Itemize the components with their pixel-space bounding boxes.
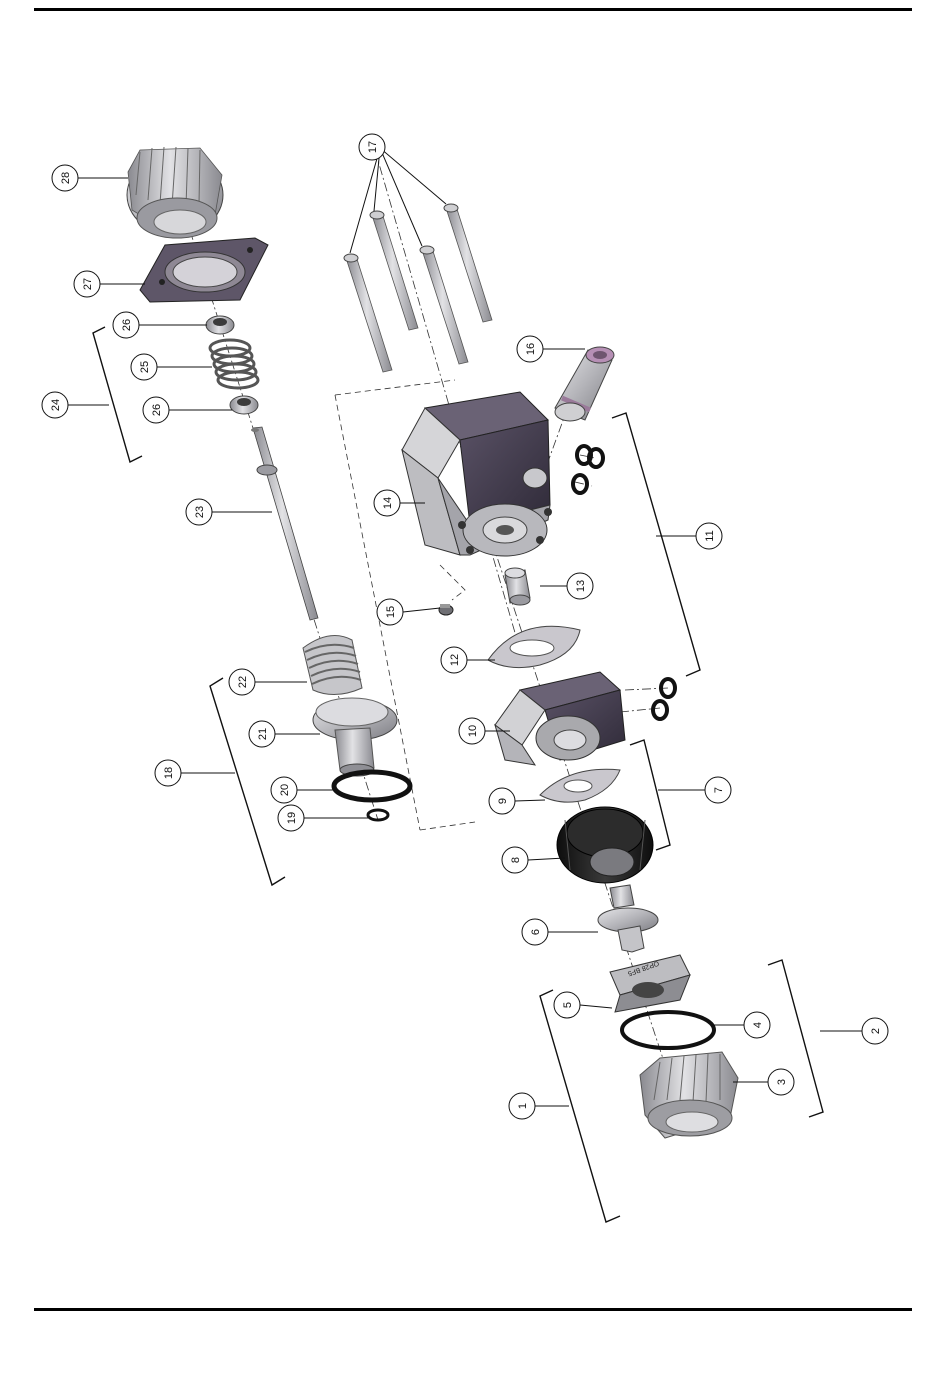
callout-8: 8 [502, 847, 528, 873]
callout-11: 11 [696, 523, 722, 549]
bracket-24 [93, 327, 142, 462]
svg-text:15: 15 [385, 606, 397, 618]
part-9-gasket [540, 769, 620, 802]
svg-text:1: 1 [517, 1103, 529, 1109]
part-10-lower-body [495, 672, 625, 765]
callout-15: 15 [377, 599, 403, 625]
part-4-oring [622, 1012, 714, 1048]
callout-20: 20 [271, 777, 297, 803]
svg-text:13: 13 [575, 580, 587, 592]
svg-text:24: 24 [50, 399, 62, 411]
callout-6: 6 [522, 919, 548, 945]
part-15-screw [439, 604, 453, 615]
callout-26a: 26 [113, 312, 139, 338]
svg-text:28: 28 [60, 172, 72, 184]
part-20-oring [334, 772, 410, 800]
svg-text:26: 26 [121, 319, 133, 331]
svg-text:21: 21 [257, 728, 269, 740]
callout-14: 14 [374, 490, 400, 516]
svg-text:19: 19 [286, 812, 298, 824]
assembly-axes [185, 150, 680, 1110]
svg-text:17: 17 [367, 141, 379, 153]
part-12-gasket [488, 626, 580, 667]
svg-text:8: 8 [510, 857, 522, 863]
callout-23: 23 [186, 499, 212, 525]
callout-25: 25 [131, 354, 157, 380]
part-19-oring [368, 810, 388, 820]
callout-21: 21 [249, 721, 275, 747]
callout-3: 3 [768, 1069, 794, 1095]
svg-text:3: 3 [776, 1079, 788, 1085]
part-5-nozzle-block: OP28 BF5 [610, 955, 690, 1012]
part-13-sleeve [505, 568, 530, 605]
callout-1: 1 [509, 1093, 535, 1119]
part-8-coupling [557, 807, 653, 883]
svg-text:12: 12 [449, 654, 461, 666]
part-14-body [402, 392, 552, 556]
part-16-fitting [555, 347, 614, 421]
svg-text:9: 9 [497, 798, 509, 804]
part-23-stem [251, 427, 318, 620]
svg-text:11: 11 [704, 530, 716, 541]
svg-text:16: 16 [525, 343, 537, 355]
part-25-spring [210, 340, 258, 388]
svg-text:5: 5 [562, 1002, 574, 1008]
svg-text:10: 10 [467, 725, 479, 737]
part-6-nozzle [598, 885, 658, 952]
callout-9: 9 [489, 788, 515, 814]
svg-text:7: 7 [713, 787, 725, 793]
svg-text:22: 22 [237, 676, 249, 688]
part-17-bolts [344, 204, 492, 372]
callout-5: 5 [554, 992, 580, 1018]
callout-16: 16 [517, 336, 543, 362]
callout-27: 27 [74, 271, 100, 297]
svg-text:6: 6 [530, 929, 542, 935]
svg-text:20: 20 [279, 784, 291, 796]
bracket-11 [612, 413, 700, 676]
callout-26b: 26 [143, 397, 169, 423]
callout-7: 7 [705, 777, 731, 803]
svg-text:14: 14 [382, 497, 394, 509]
svg-text:26: 26 [151, 404, 163, 416]
callout-22: 22 [229, 669, 255, 695]
part-27-flange [140, 238, 268, 302]
callout-4: 4 [744, 1012, 770, 1038]
part-26-retainer-top [206, 316, 234, 334]
part-21-bonnet [313, 698, 397, 776]
part-26-retainer-bottom [230, 396, 258, 414]
callout-13: 13 [567, 573, 593, 599]
part-22-bellows [303, 636, 362, 695]
svg-text:23: 23 [194, 506, 206, 518]
svg-text:27: 27 [82, 278, 94, 290]
svg-text:25: 25 [139, 361, 151, 373]
callout-24: 24 [42, 392, 68, 418]
callout-19: 19 [278, 805, 304, 831]
callout-2: 2 [862, 1018, 888, 1044]
svg-text:18: 18 [163, 767, 175, 779]
callout-18: 18 [155, 760, 181, 786]
callout-17: 17 [359, 134, 385, 160]
callout-28: 28 [52, 165, 78, 191]
svg-text:2: 2 [870, 1028, 882, 1034]
svg-text:4: 4 [752, 1022, 764, 1028]
callout-12: 12 [441, 647, 467, 673]
callout-10: 10 [459, 718, 485, 744]
part-3-nut [640, 1052, 738, 1138]
part-28-nut [127, 147, 223, 238]
